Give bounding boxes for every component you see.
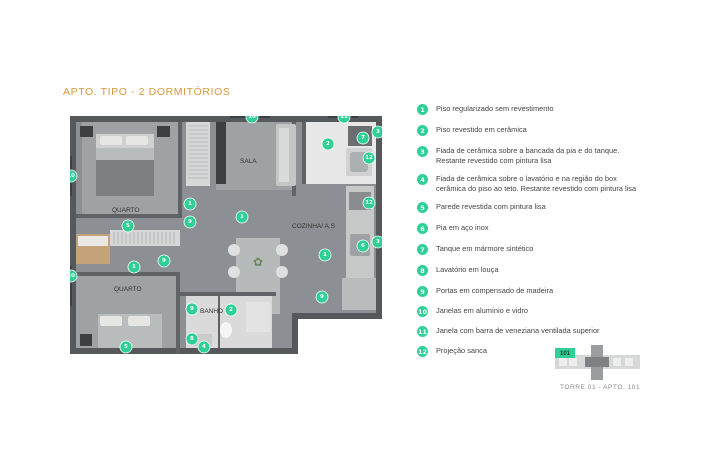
plan-marker-1a: 1	[183, 197, 197, 211]
plan-marker-10c: 10	[70, 269, 78, 283]
key-plan-caption: TORRE 01 - APTO. 101	[560, 384, 641, 391]
legend-text: Projeção sanca	[436, 346, 487, 355]
room-label-quarto-2: QUARTO	[114, 286, 142, 293]
key-plan: 101	[555, 345, 640, 380]
legend-item: 4 Fiada de cerâmica sobre o lavatório e …	[417, 174, 636, 193]
plan-marker-11: 11	[337, 116, 351, 124]
legend-item: 7 Tanque em mármore sintético	[417, 244, 533, 255]
svg-text:3: 3	[376, 129, 380, 135]
key-plan-unit: 101	[560, 351, 571, 357]
svg-text:9: 9	[320, 294, 324, 300]
legend-text: Pia em aço inox	[436, 223, 489, 232]
legend-number: 10	[417, 306, 428, 317]
svg-text:✿: ✿	[253, 255, 263, 269]
svg-text:5: 5	[126, 223, 130, 229]
legend-text: Piso revestido em cerâmica	[436, 125, 527, 134]
legend-number: 6	[417, 223, 428, 234]
legend-item: 10 Janelas em alumínio e vidro	[417, 306, 528, 317]
legend-text: Fiada de cerâmica sobre o lavatório e na…	[436, 174, 637, 193]
legend-item: 8 Lavatório em louça	[417, 265, 498, 276]
legend-text: Lavatório em louça	[436, 265, 499, 274]
plan-marker-6: 6	[356, 239, 370, 253]
svg-text:4: 4	[202, 344, 206, 350]
plan-marker-12: 12	[362, 151, 376, 165]
legend-text: Janela com barra de veneziana ventilada …	[436, 326, 600, 335]
plan-marker-9d: 9	[185, 302, 199, 316]
svg-text:7: 7	[361, 135, 365, 141]
svg-text:9: 9	[188, 219, 192, 225]
svg-text:2: 2	[326, 141, 330, 147]
plan-marker-3: 3	[371, 125, 382, 139]
svg-text:1: 1	[132, 264, 136, 270]
legend-item: 2 Piso revestido em cerâmica	[417, 125, 527, 136]
legend-number: 4	[417, 174, 428, 185]
plan-marker-1b: 1	[235, 210, 249, 224]
legend-number: 7	[417, 244, 428, 255]
svg-text:9: 9	[162, 258, 166, 264]
legend-number: 8	[417, 265, 428, 276]
plan-marker-1d: 1	[127, 260, 141, 274]
plan-marker-9b: 9	[157, 254, 171, 268]
legend-number: 9	[417, 286, 428, 297]
plan-marker-3b: 3	[371, 235, 382, 249]
svg-text:1: 1	[323, 252, 327, 258]
svg-text:9: 9	[190, 306, 194, 312]
plan-marker-9c: 9	[315, 290, 329, 304]
room-label-quarto-1: QUARTO	[112, 207, 140, 214]
legend-item: 11 Janela com barra de veneziana ventila…	[417, 326, 600, 337]
svg-text:5: 5	[124, 344, 128, 350]
plan-marker-10: 10	[245, 116, 259, 124]
legend-text: Portas em compensado de madeira	[436, 286, 554, 295]
svg-text:11: 11	[340, 116, 348, 120]
room-label-banho: BANHO	[200, 308, 223, 315]
legend-number: 1	[417, 104, 428, 115]
plan-title: APTO. TIPO - 2 DORMITÓRIOS	[63, 86, 231, 98]
svg-text:10: 10	[70, 173, 75, 179]
svg-text:2: 2	[229, 307, 233, 313]
legend-text: Tanque em mármore sintético	[436, 244, 534, 253]
legend-item: 6 Pia em aço inox	[417, 223, 489, 234]
svg-text:3: 3	[376, 239, 380, 245]
legend-item: 5 Parede revestida com pintura lisa	[417, 202, 546, 213]
legend-item: 12 Projeção sanca	[417, 346, 487, 357]
legend-item: 9 Portas em compensado de madeira	[417, 286, 553, 297]
plan-marker-2b: 2	[224, 303, 238, 317]
svg-text:1: 1	[188, 201, 192, 207]
svg-text:12: 12	[365, 155, 373, 161]
legend-number: 5	[417, 202, 428, 213]
svg-text:6: 6	[361, 243, 365, 249]
floor-plan: ✿ QUARTO SALA COZINHA/ A.S QUARTO BANHO …	[70, 116, 382, 354]
plan-marker-10b: 10	[70, 169, 78, 183]
svg-text:10: 10	[70, 273, 75, 279]
plan-marker-2: 2	[321, 137, 335, 151]
plan-marker-5b: 5	[119, 340, 133, 354]
legend-number: 11	[417, 326, 428, 337]
svg-text:12: 12	[365, 200, 373, 206]
room-label-sala: SALA	[240, 158, 257, 165]
legend-number: 2	[417, 125, 428, 136]
svg-text:8: 8	[190, 336, 194, 342]
legend-text: Piso regularizado sem revestimento	[436, 104, 554, 113]
legend-item: 1 Piso regularizado sem revestimento	[417, 104, 553, 115]
legend-number: 12	[417, 346, 428, 357]
svg-text:1: 1	[240, 214, 244, 220]
plan-marker-4: 4	[197, 340, 211, 354]
legend-text: Parede revestida com pintura lisa	[436, 202, 546, 211]
legend-text: Fiada de cerâmica sobre a bancada da pia…	[436, 146, 620, 165]
plan-marker-5a: 5	[121, 219, 135, 233]
legend-text: Janelas em alumínio e vidro	[436, 306, 529, 315]
room-label-cozinha: COZINHA/ A.S	[292, 223, 336, 230]
plan-marker-12b: 12	[362, 196, 376, 210]
plan-marker-8: 8	[185, 332, 199, 346]
plan-marker-7: 7	[356, 131, 370, 145]
plan-marker-1c: 1	[318, 248, 332, 262]
plan-marker-9a: 9	[183, 215, 197, 229]
legend-item: 3 Fiada de cerâmica sobre a bancada da p…	[417, 146, 619, 165]
legend-number: 3	[417, 146, 428, 157]
svg-text:10: 10	[248, 116, 256, 120]
